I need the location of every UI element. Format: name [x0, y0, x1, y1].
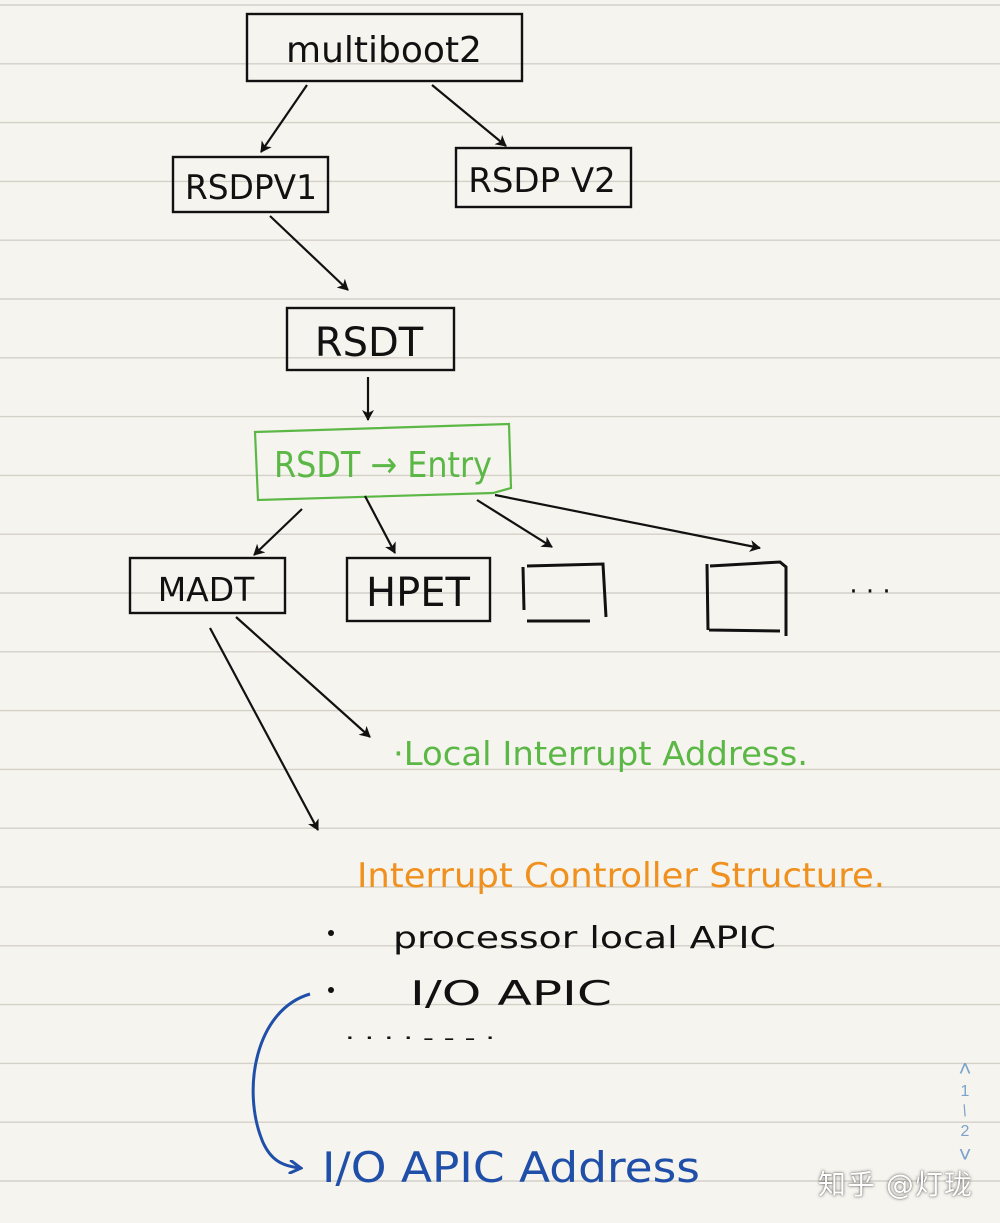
rsdp-v1-box: [171, 155, 330, 214]
page-total: 2: [960, 1123, 970, 1140]
ruled-lines: [0, 4, 1000, 1182]
list-ellipsis: · · · · - - - ·: [345, 1026, 495, 1050]
arrow-entry-to-table3: [476, 499, 553, 548]
bullet-dot: [328, 987, 334, 993]
more-tables-ellipsis: · · ·: [849, 577, 890, 607]
page-separator: /: [959, 1102, 970, 1121]
arrow-multiboot2-to-rsdpv2: [431, 84, 507, 147]
bullet-processor-local-apic: processor local APIC: [393, 921, 776, 956]
rsdp-v1-label: RSDPV1: [185, 168, 317, 208]
rsdt-label: RSDT: [315, 320, 424, 366]
page-navigator: ˄ 1 / 2 ˅: [952, 1058, 978, 1166]
madt-label: MADT: [158, 570, 255, 609]
arrow-ioapic-to-address: [251, 992, 311, 1168]
arrow-entry-to-table4: [494, 493, 761, 552]
arrow-madt-to-local-interrupt: [235, 616, 371, 738]
multiboot2-label: multiboot2: [286, 30, 482, 71]
arrow-entry-to-madt: [253, 508, 303, 556]
rsdt-entry-box: [253, 422, 513, 502]
rsdt-entry-label: RSDT → Entry: [274, 445, 492, 486]
madt-box: [128, 556, 287, 615]
chevron-up-icon[interactable]: ˄: [958, 1056, 972, 1081]
rsdp-v2-label: RSDP V2: [468, 161, 616, 201]
local-interrupt-note: ·Local Interrupt Address.: [393, 734, 808, 773]
blank-table-box-2: [705, 560, 788, 636]
blank-table-box-1: [521, 562, 608, 623]
ics-title: Interrupt Controller Structure.: [357, 856, 885, 896]
rsdp-v2-box: [454, 146, 633, 209]
multiboot2-box: [245, 12, 524, 83]
watermark-text: 知乎 @灯珑: [818, 1168, 973, 1201]
chevron-down-icon[interactable]: ˅: [958, 1142, 972, 1167]
hpet-label: HPET: [366, 570, 470, 616]
io-apic-address-note: I/O APIC Address: [322, 1143, 700, 1192]
arrow-madt-to-ics: [209, 627, 319, 831]
bullet-dot: [328, 930, 334, 936]
arrow-multiboot2-to-rsdpv1: [260, 84, 308, 153]
bullet-io-apic: I/O APIC: [410, 974, 612, 1014]
page-current: 1: [960, 1083, 970, 1100]
rsdt-box: [285, 306, 456, 372]
hpet-box: [345, 556, 492, 623]
arrow-entry-to-hpet: [364, 495, 396, 554]
arrow-rsdpv1-to-rsdt: [269, 215, 349, 291]
